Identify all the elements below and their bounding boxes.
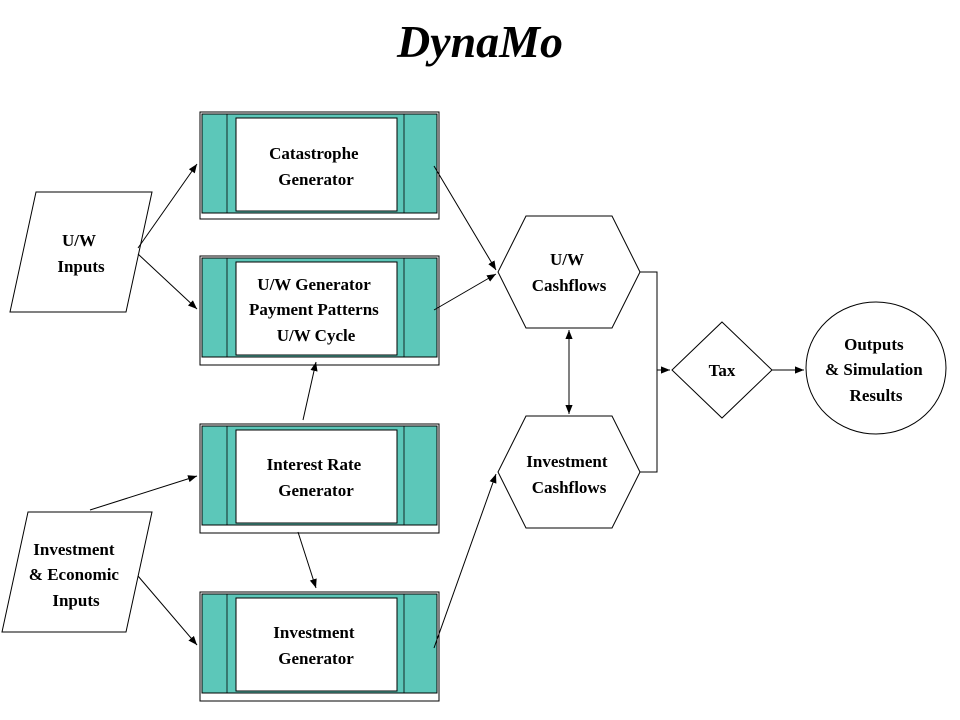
svg-text:U/W Generator Payment P: U/W Generator Payment Patterns U/W Cycle [249, 275, 383, 345]
arrow-uw-inputs-to-catastrophe [137, 163, 198, 249]
investment-economic-inputs-node: Investment & Economic Inputs [1, 511, 153, 633]
uw-generator-node: U/W Generator Payment Patterns U/W Cycle [199, 255, 440, 366]
svg-text:U/W Cashflows: U/W Cashflows [532, 250, 607, 295]
node-label: & Simulation [825, 360, 923, 379]
node-label: Interest Rate [267, 455, 362, 474]
outputs-node: Outputs & Simulation Results [805, 301, 947, 435]
investment-generator-node: Investment Generator [199, 591, 440, 702]
svg-text:Investment Cashflows: Investment Cashflows [526, 452, 611, 497]
node-label: Inputs [52, 591, 100, 610]
node-label: Cashflows [532, 276, 607, 295]
node-label: Investment [33, 540, 115, 559]
arrow-interest-rate-to-uw-generator [302, 361, 318, 421]
catastrophe-generator-node: Catastrophe Generator [199, 111, 440, 220]
node-label: Inputs [57, 257, 105, 276]
node-label: Investment [526, 452, 608, 471]
uw-cashflows-node: U/W Cashflows [497, 215, 641, 329]
node-label: U/W Generator [257, 275, 371, 294]
tax-node: Tax [671, 321, 773, 419]
svg-text:Catastrophe Generator: Catastrophe Generator [269, 144, 363, 189]
svg-text:Tax: Tax [709, 361, 736, 380]
svg-text:Outputs & Simulation: Outputs & Simulation Results [825, 335, 927, 405]
diagram-title: DynaMo [396, 16, 563, 67]
node-label: Cashflows [532, 478, 607, 497]
node-label: U/W Cycle [277, 326, 356, 345]
svg-text:Investment & Economic: Investment & Economic Inputs [29, 540, 123, 610]
arrow-uw-inputs-to-uw-generator [137, 253, 198, 310]
node-label: Generator [278, 649, 354, 668]
svg-text:Investment Generator: Investment Generator [273, 623, 358, 668]
connector-cashflows-bracket [640, 271, 658, 473]
arrow-econ-inputs-to-interest-rate [89, 475, 198, 511]
svg-text:U/W Inputs: U/W Inputs [57, 231, 105, 276]
node-label: Results [850, 386, 903, 405]
interest-rate-generator-node: Interest Rate Generator [199, 423, 440, 534]
connectors [89, 163, 804, 649]
uw-inputs-node: U/W Inputs [9, 191, 153, 313]
arrow-catastrophe-to-uw-cashflows [433, 165, 497, 271]
arrow-econ-inputs-to-investment-generator [137, 575, 198, 646]
node-label: & Economic [29, 565, 120, 584]
node-label: U/W [550, 250, 584, 269]
node-label: Generator [278, 481, 354, 500]
svg-text:Interest Rate Generator: Interest Rate Generator [267, 455, 366, 500]
investment-cashflows-node: Investment Cashflows [497, 415, 641, 529]
node-label: Outputs [844, 335, 904, 354]
node-label: Investment [273, 623, 355, 642]
node-label: Generator [278, 170, 354, 189]
arrow-uw-generator-to-uw-cashflows [433, 273, 497, 311]
arrow-investment-generator-to-investment-cashflows [433, 473, 497, 649]
arrow-interest-rate-to-investment-generator [297, 531, 317, 589]
node-label: Tax [709, 361, 736, 380]
node-label: U/W [62, 231, 96, 250]
node-label: Payment Patterns [249, 300, 379, 319]
node-label: Catastrophe [269, 144, 359, 163]
